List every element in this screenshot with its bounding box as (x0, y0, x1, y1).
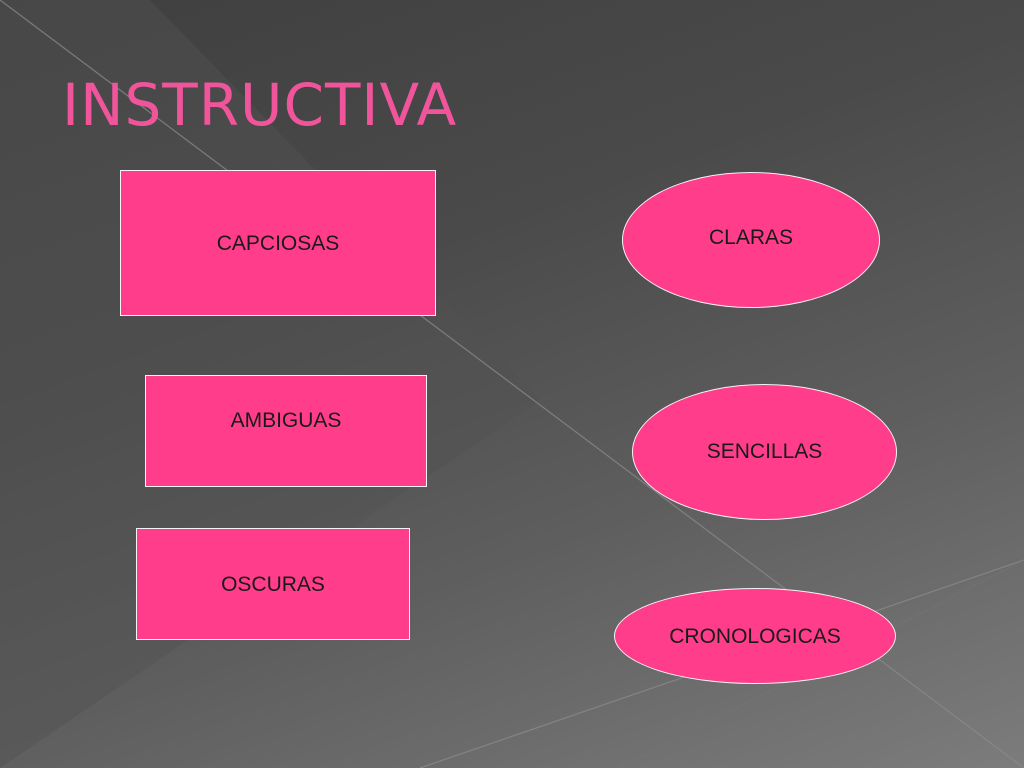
box-ambiguas: AMBIGUAS (145, 375, 427, 487)
ellipse-label: CRONOLOGICAS (669, 625, 841, 648)
ellipse-label: SENCILLAS (706, 440, 823, 463)
box-capciosas: CAPCIOSAS (120, 170, 436, 316)
box-label: AMBIGUAS (230, 409, 342, 432)
ellipse-claras: CLARAS (622, 172, 880, 308)
slide-title: INSTRUCTIVA (62, 71, 458, 139)
box-label: OSCURAS (221, 573, 325, 596)
ellipse-sencillas: SENCILLAS (632, 384, 897, 520)
ellipse-cronologicas: CRONOLOGICAS (614, 588, 896, 684)
box-label: CAPCIOSAS (216, 232, 340, 255)
box-oscuras: OSCURAS (136, 528, 410, 640)
ellipse-label: CLARAS (708, 226, 794, 249)
